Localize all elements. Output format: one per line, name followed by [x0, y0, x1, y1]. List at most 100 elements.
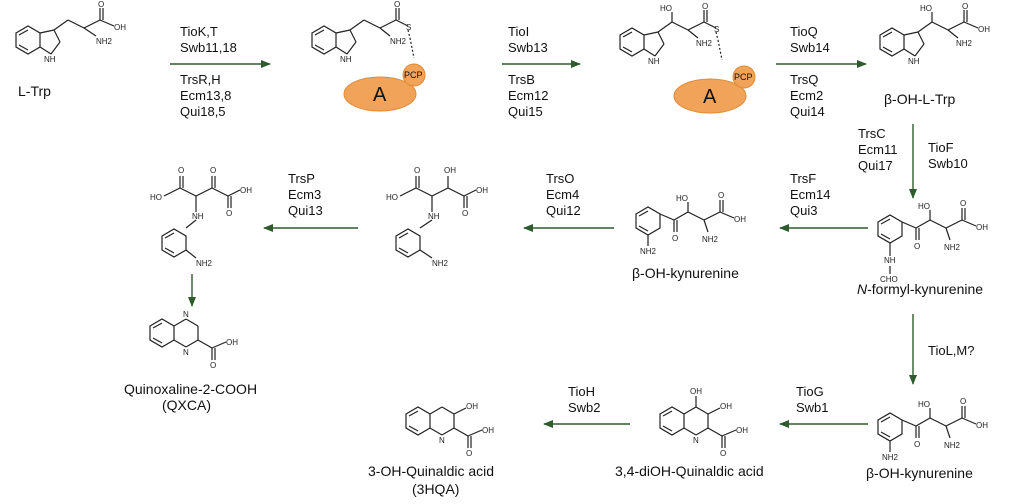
hqa-structure: OH N O OH	[405, 402, 494, 458]
bohkyn2-o: O	[914, 440, 920, 449]
label-qxca-1: Quinoxaline-2-COOH	[124, 381, 257, 397]
keto-nh2: NH2	[196, 259, 213, 268]
enz-s4-left-0: TrsC	[858, 126, 886, 141]
enz-s4-left-2: Qui17	[858, 158, 893, 173]
label-nformyl-rest: -formyl-kynurenine	[867, 281, 983, 297]
enz-s5-1: Ecm14	[790, 187, 830, 202]
hqa-n: N	[439, 436, 445, 445]
nformyl-kyn-oh: OH	[976, 223, 988, 232]
qxca-oh: OH	[226, 338, 238, 347]
label-bohkyn2: β-OH-kynurenine	[866, 465, 973, 481]
enz-s3-top-1: Swb14	[790, 40, 830, 55]
enz-s5-2: Qui3	[790, 203, 817, 218]
hqa-o: O	[466, 449, 472, 458]
enz-s6-1: Ecm4	[546, 187, 579, 202]
pcp-domain-1	[402, 63, 426, 87]
intermediate-keto-acid-structure: HO O O O OH NH NH2	[150, 166, 252, 268]
bohkyn2-oh: OH	[976, 421, 988, 430]
ltrp-oh: OH	[114, 23, 126, 32]
bohkyn1-o2: O	[718, 191, 724, 200]
ltrp-o: O	[98, 0, 104, 9]
label-bohltrp: β-OH-L-Trp	[884, 91, 956, 107]
enz-s1-top-0: TioK,T	[180, 24, 218, 39]
bohkyn2-o2: O	[960, 397, 966, 406]
enz-s6-2: Qui12	[546, 203, 581, 218]
nformyl-kyn-o: O	[914, 242, 920, 251]
a-domain-1	[343, 76, 417, 112]
ltrp-nh: NH	[44, 55, 56, 64]
trp-pcp-nh: NH	[340, 55, 352, 64]
diohqa-oh3: OH	[736, 426, 748, 435]
enz-s4-left-1: Ecm11	[858, 142, 898, 157]
bohkyn2-nh2: NH2	[882, 453, 899, 462]
pcp-domain-1-label: PCP	[404, 70, 423, 80]
enz-s4-right-1: Swb10	[928, 156, 968, 171]
intermediate-o2: O	[462, 209, 468, 218]
nformyl-kyn-ho: HO	[918, 202, 930, 211]
bohtrp-pcp-structure: NH HO NH2 S O	[619, 2, 723, 66]
bohkyn1-nh2: NH2	[640, 247, 657, 256]
bohkyn1-ho: HO	[676, 194, 688, 203]
enz-s7-1: Ecm3	[288, 187, 321, 202]
trp-pcp-s: S	[406, 23, 411, 32]
nformyl-kyn-o2: O	[960, 199, 966, 208]
enz-s2-bot-2: Qui15	[508, 104, 543, 119]
bohtrp-pcp-o: O	[702, 2, 708, 11]
a-domain-2-label: A	[703, 86, 717, 108]
diohqa-o: O	[720, 449, 726, 458]
intermediate-ho: HO	[386, 193, 398, 202]
pcp-domain-2	[732, 65, 756, 89]
intermediate-nh2: NH2	[432, 259, 449, 268]
a-domain-2	[673, 78, 747, 114]
keto-o: O	[178, 166, 184, 175]
bohkyn1-nh2b: NH2	[702, 235, 719, 244]
bohkyn1-oh: OH	[734, 215, 746, 224]
trp-pcp-structure: NH NH2 S O	[311, 0, 415, 64]
enz-s3-top-0: TioQ	[790, 24, 818, 39]
bohtrp-pcp-ho: HO	[660, 4, 672, 13]
qxca-n1: N	[183, 310, 189, 319]
enz-s3-bot-0: TrsQ	[790, 72, 818, 87]
bohkyn1-structure: NH2 O HO NH2 OH O	[635, 191, 746, 256]
enz-s9-1: Swb1	[796, 400, 829, 415]
label-nformyl-italic: N	[857, 281, 868, 297]
diohqa-structure: OH OH N O OH	[659, 387, 748, 458]
enz-s10-0: TioH	[568, 384, 595, 399]
bohltrp-o: O	[962, 2, 968, 11]
enz-s2-bot-0: TrsB	[508, 72, 535, 87]
enz-s2-top-0: TioI	[508, 24, 529, 39]
enz-s1-bot-1: Ecm13,8	[180, 88, 231, 103]
bohtrp-pcp-nh2: NH2	[696, 39, 713, 48]
enz-s4-right-0: TioF	[928, 140, 954, 155]
bohkyn2-structure: NH2 O HO NH2 OH O	[877, 397, 988, 462]
intermediate-oh: OH	[444, 166, 456, 175]
keto-o3: O	[226, 209, 232, 218]
enz-s2-bot-1: Ecm12	[508, 88, 548, 103]
diohqa-n: N	[693, 436, 699, 445]
enz-s7-2: Qui13	[288, 203, 323, 218]
bohltrp-structure: NH HO NH2 OH O	[879, 2, 990, 66]
enz-s1-bot-2: Qui18,5	[180, 104, 226, 119]
nformyl-kyn-nh2: NH2	[944, 243, 961, 252]
hqa-oh1: OH	[466, 402, 478, 411]
enz-s3-bot-1: Ecm2	[790, 88, 823, 103]
bohtrp-pcp-nh: NH	[648, 57, 660, 66]
enz-s3-bot-2: Qui14	[790, 104, 825, 119]
keto-o2: O	[210, 166, 216, 175]
bohltrp-nh: NH	[908, 57, 920, 66]
keto-oh: OH	[240, 186, 252, 195]
hqa-oh2: OH	[482, 426, 494, 435]
trp-pcp-nh2: NH2	[390, 37, 407, 46]
nformyl-kyn-structure: NH CHO O HO NH2 OH O	[877, 199, 988, 284]
intermediate-o: O	[414, 166, 420, 175]
enz-s9-0: TioG	[796, 384, 824, 399]
qxca-o: O	[210, 361, 216, 370]
bohkyn1-o: O	[672, 234, 678, 243]
a-domain-1-label: A	[373, 84, 387, 106]
pcp-domain-2-label: PCP	[734, 72, 753, 82]
trp-pcp-o: O	[394, 0, 400, 9]
label-hqa-1: 3-OH-Quinaldic acid	[368, 463, 494, 479]
label-hqa-2: (3HQA)	[412, 481, 459, 497]
enz-s1-bot-0: TrsR,H	[180, 72, 221, 87]
label-qxca-2: (QXCA)	[162, 397, 211, 413]
